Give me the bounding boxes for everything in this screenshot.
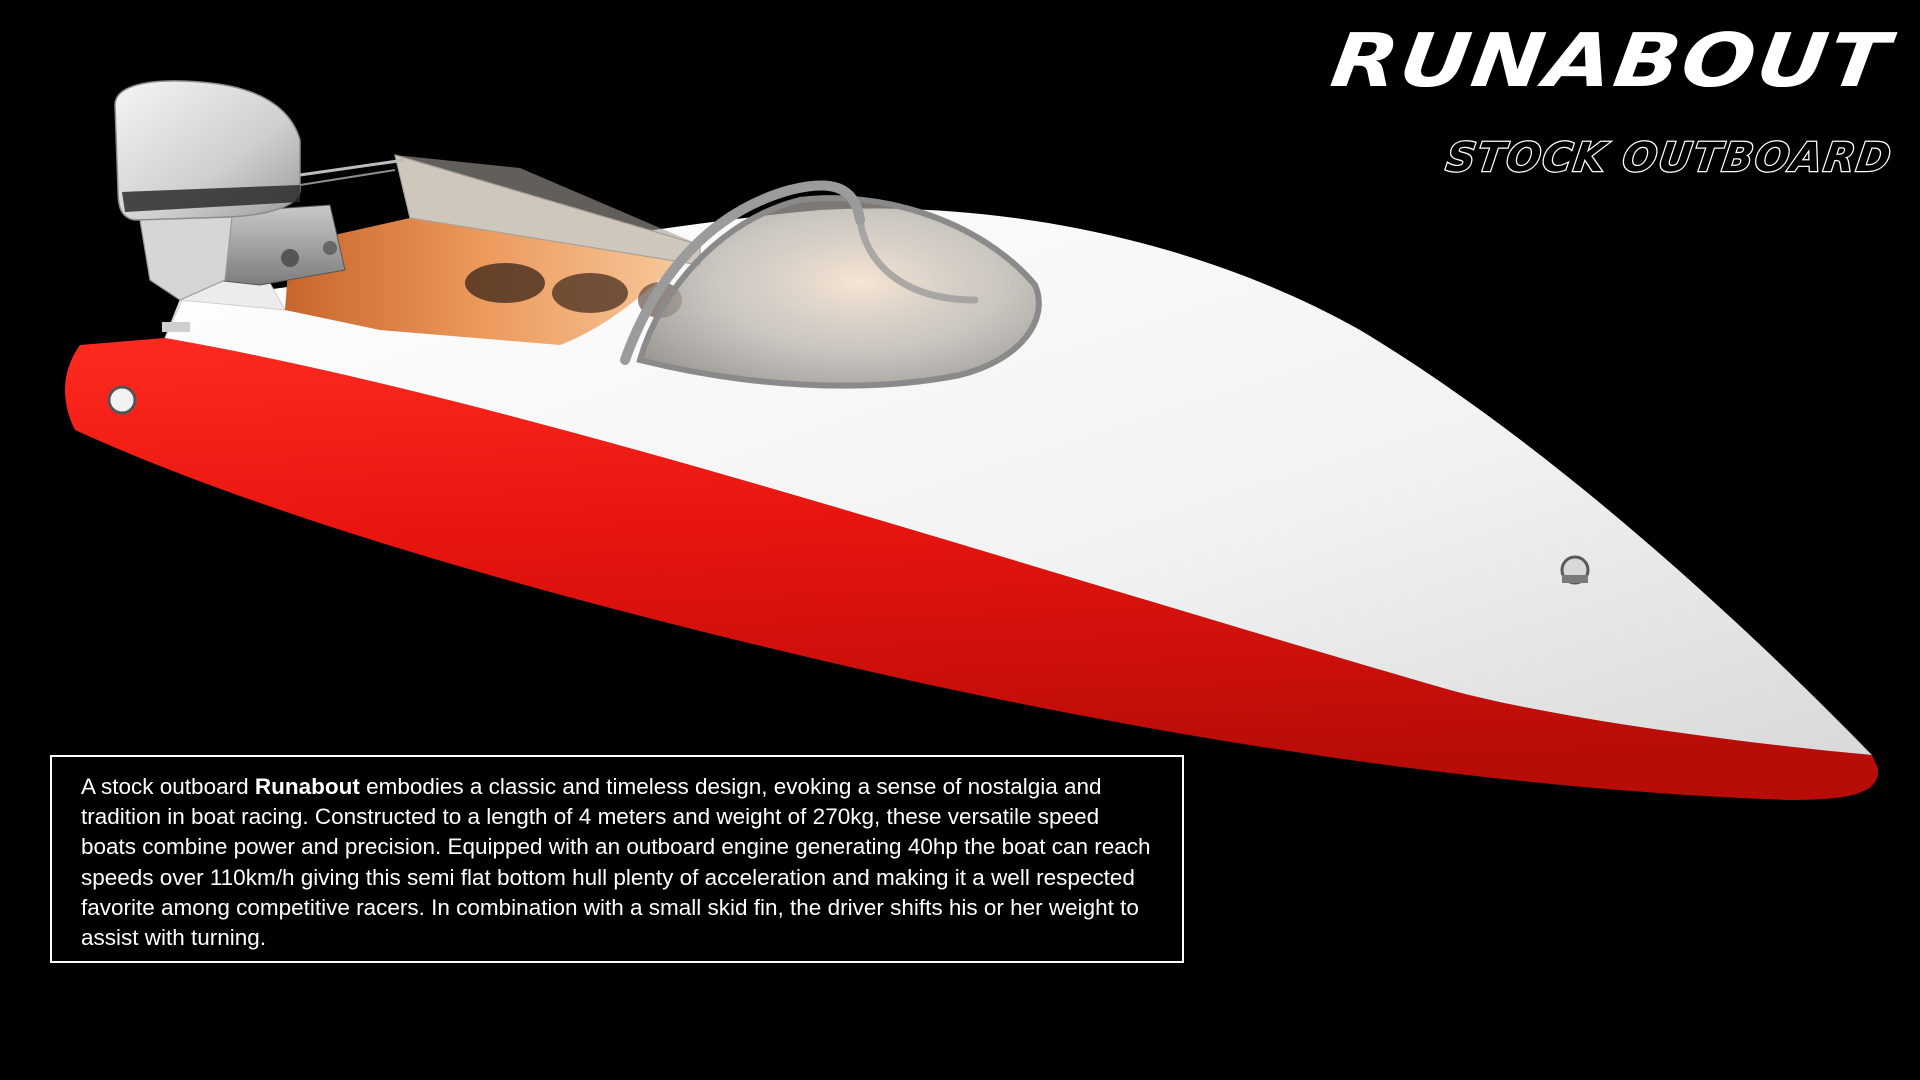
windshield-frame (620, 180, 865, 365)
description-box: A stock outboard Runabout embodies a cla… (50, 755, 1184, 963)
boat-logo-icon (1560, 555, 1590, 585)
seat-pad (465, 263, 545, 303)
description-intro: A stock outboard (81, 774, 255, 799)
transom-fitting (162, 322, 190, 332)
hull-red-side (64, 338, 1879, 800)
deck-white (165, 208, 1872, 755)
title-block: RUNABOUT STOCK OUTBOARD (1035, 18, 1897, 182)
bracket-bolt (323, 241, 337, 255)
motor-band (122, 185, 300, 212)
page-title: RUNABOUT (1326, 17, 1896, 104)
seat-pad (552, 273, 628, 313)
windshield (636, 195, 1042, 389)
motor-tiller-cable (299, 158, 406, 177)
rear-light (107, 385, 137, 415)
bracket-bolt (281, 249, 299, 267)
description-body: embodies a classic and timeless design, … (81, 774, 1151, 951)
description-text: A stock outboard Runabout embodies a cla… (81, 772, 1154, 953)
page-subtitle: STOCK OUTBOARD (1442, 134, 1897, 183)
windshield-frame-brace (856, 216, 979, 304)
motor-tiller-cable (299, 169, 396, 186)
description-highlight: Runabout (254, 774, 360, 799)
outboard-motor-cowl (114, 80, 301, 221)
rear-deck-glass (395, 155, 700, 245)
